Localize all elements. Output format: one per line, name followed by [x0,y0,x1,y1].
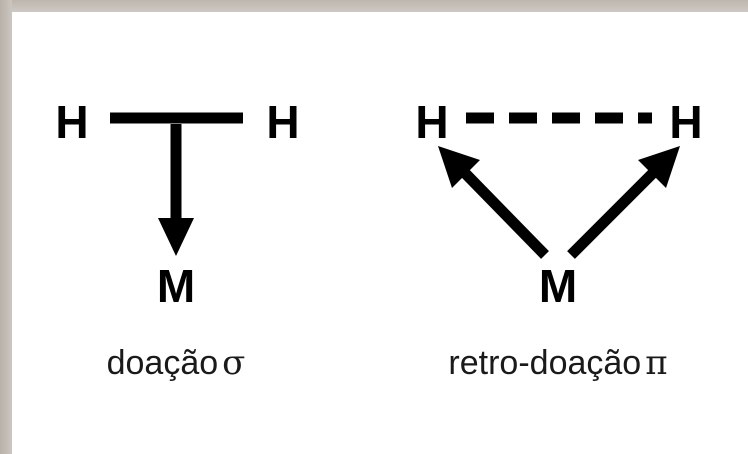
sigma-h-right: H [266,96,299,148]
pi-arrow-right-shaft [567,166,660,259]
frame-top-border [0,0,748,12]
sigma-arrow-head [158,218,194,256]
pi-h-left: H [415,96,448,148]
frame-left-border [0,0,12,454]
pi-arrow-left-shaft [458,166,549,259]
pi-caption-text: retro-doação [448,344,641,382]
diagram-panel [12,12,748,454]
pi-arrow-right-head [638,146,680,188]
sigma-h-left: H [55,96,88,148]
pi-metal: M [539,260,577,312]
pi-h-right: H [669,96,702,148]
pi-symbol: π [645,343,667,383]
pi-arrow-left-head [438,146,480,188]
sigma-metal: M [157,260,195,312]
sigma-symbol: σ [222,343,245,383]
sigma-caption-text: doação [107,344,219,382]
